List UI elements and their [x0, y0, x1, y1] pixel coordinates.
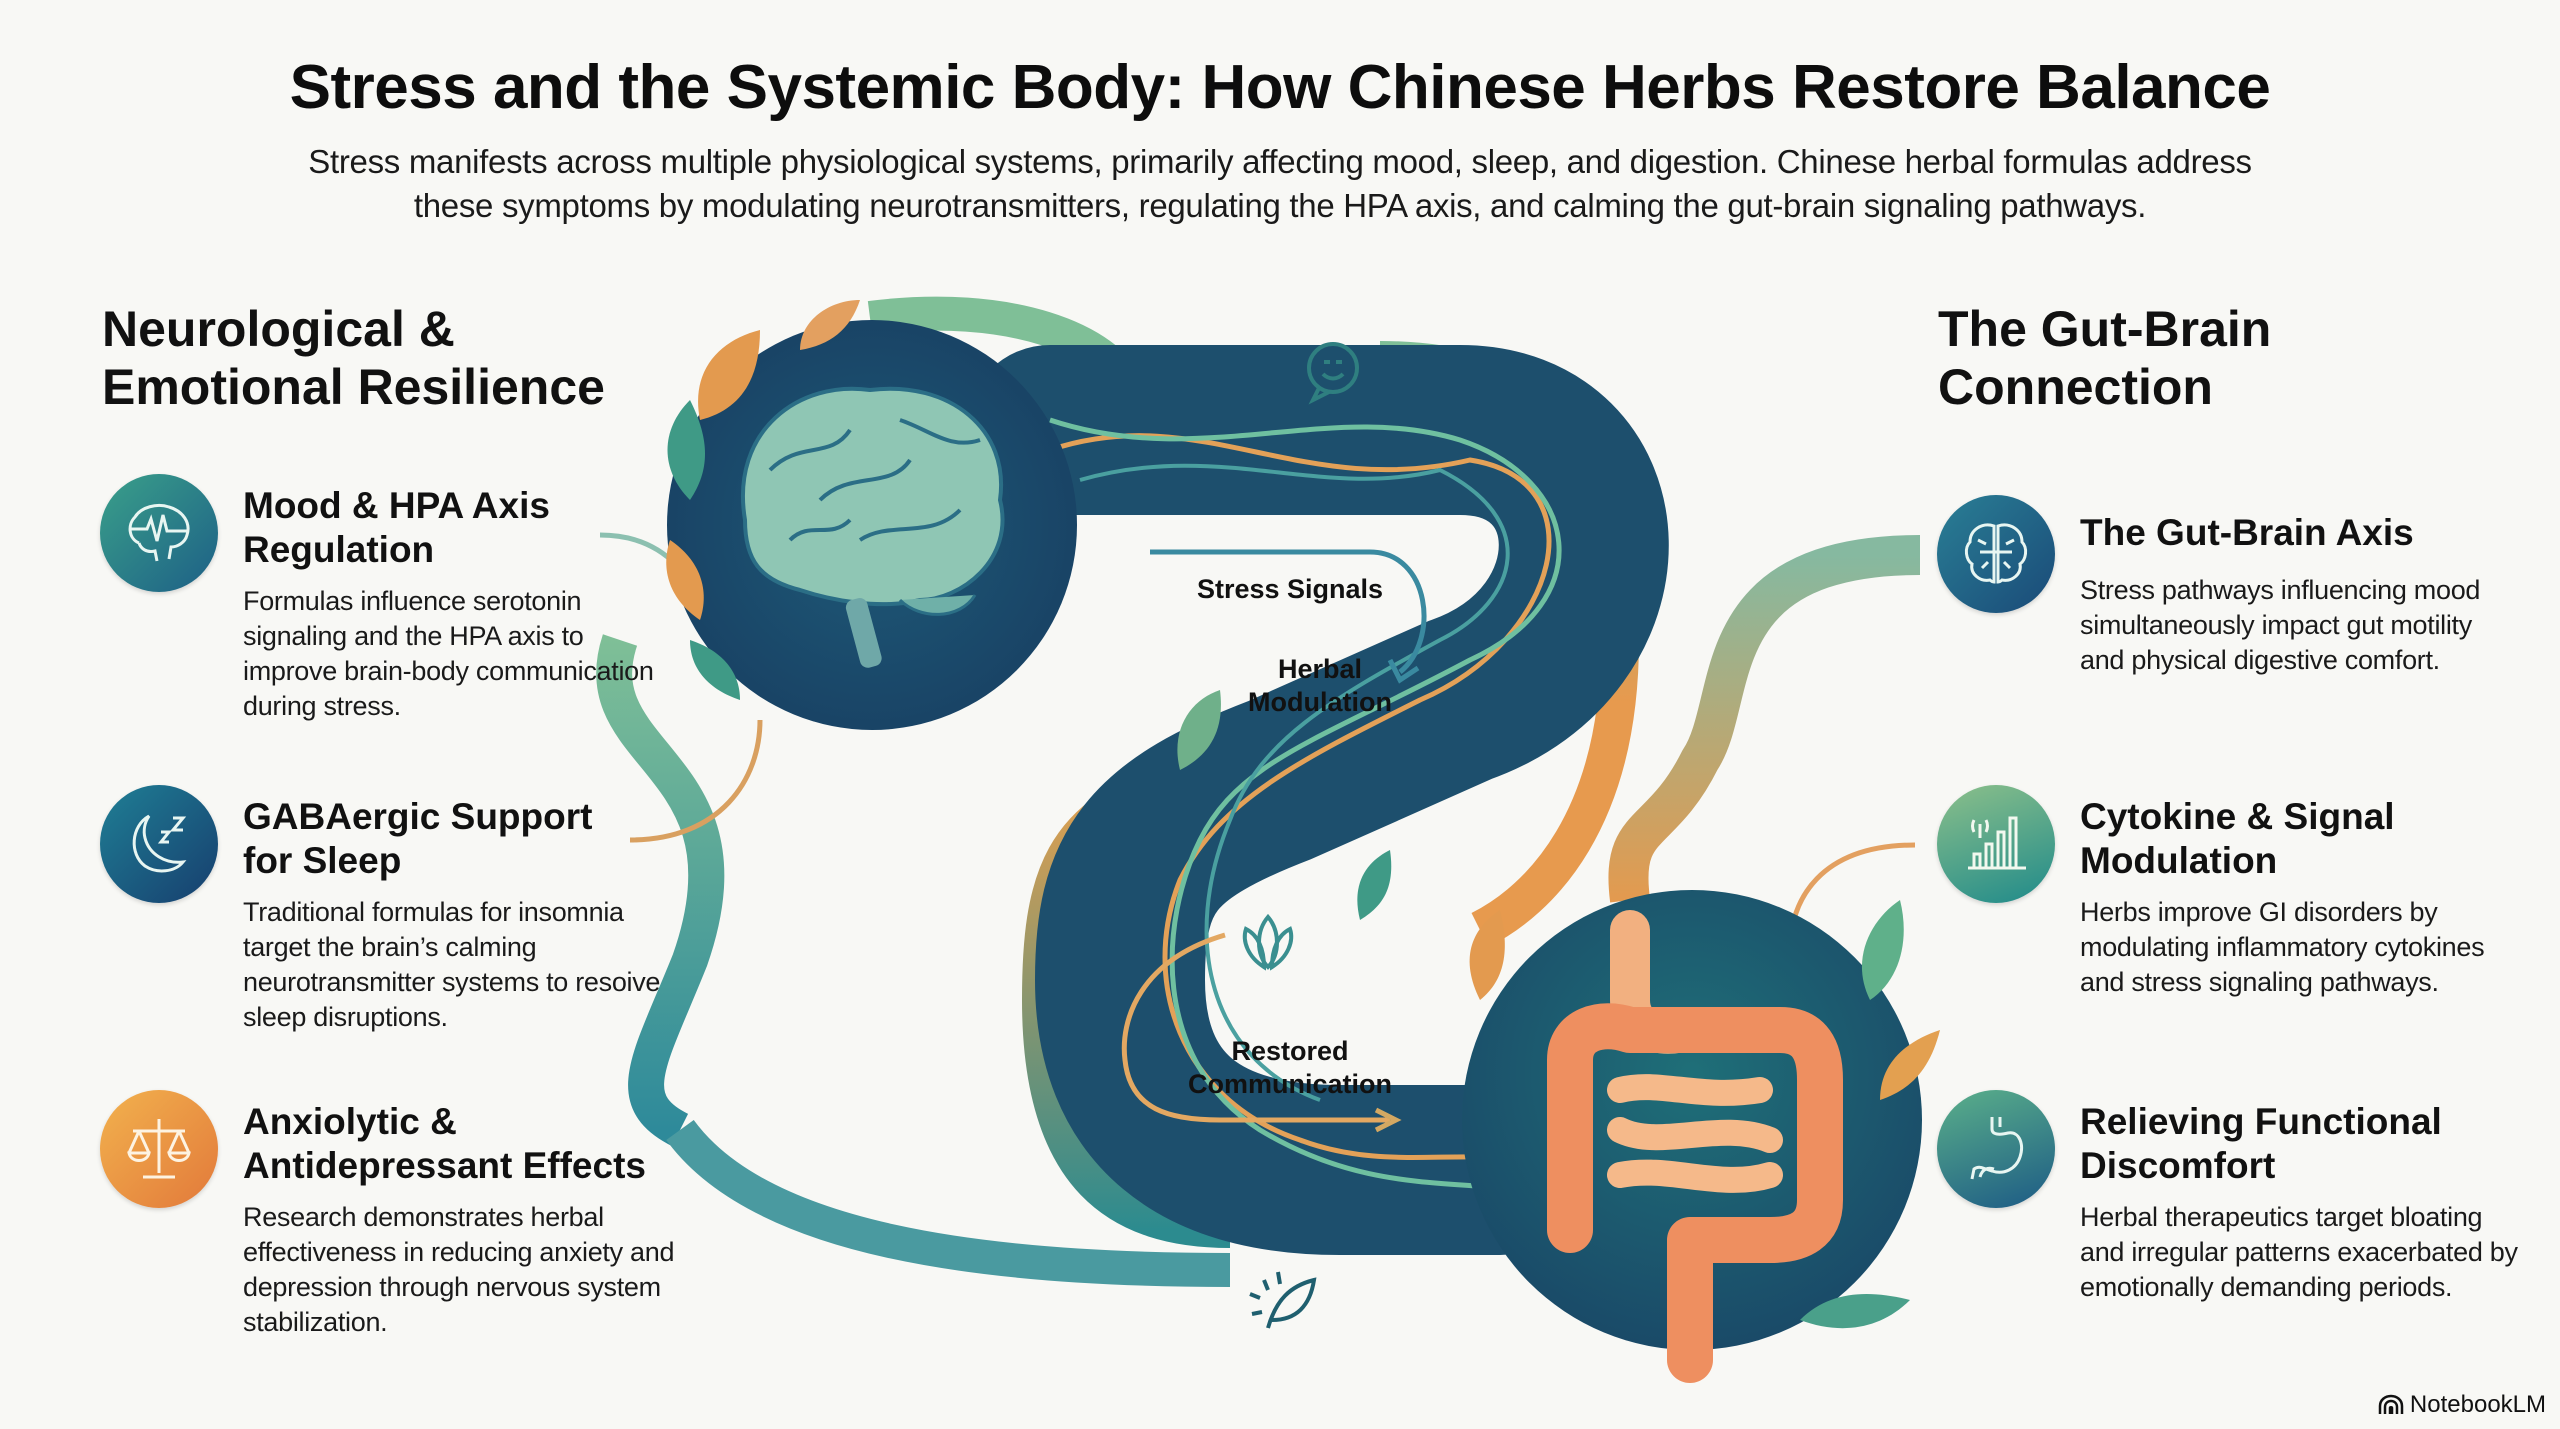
item-title-line-2: Discomfort: [2080, 1145, 2276, 1186]
right-heading-line-2: Connection: [1938, 359, 2213, 415]
brand-name: NotebookLM: [2409, 1391, 2546, 1418]
s-pathway-vine-3: [1079, 463, 1510, 1102]
outer-arc-top-left: [867, 296, 1146, 398]
intestine-illustration-icon: [1547, 910, 1843, 1383]
item-body: Formulas influence serotonin signaling a…: [243, 586, 654, 721]
item-title: The Gut-Brain Axis: [2080, 511, 2530, 555]
wave-connector-right: [1608, 535, 1921, 903]
item-title: Anxiolytic & Antidepressant Effects: [243, 1100, 693, 1188]
signal-bars-icon: [1968, 816, 2026, 870]
balance-scale-icon: [127, 1119, 191, 1179]
item-title: Mood & HPA Axis Regulation: [243, 484, 693, 572]
lotus-icon: [1242, 913, 1294, 971]
leaf-decoration: [1861, 900, 1904, 1000]
item-title-line-1: Anxiolytic &: [243, 1101, 457, 1142]
brain-icon: [1964, 523, 2028, 584]
restored-communication-label: Restored Communication: [1180, 1035, 1400, 1101]
sprout-leaf-icon: [1249, 1271, 1317, 1329]
item-body: Research demonstrates herbal effectivene…: [243, 1202, 675, 1337]
item-body: Traditional formulas for insomnia target…: [243, 897, 661, 1032]
smile-chat-icon: [1307, 342, 1359, 405]
outer-arc-bottom: [666, 1119, 1231, 1287]
leaf-decoration: [1357, 850, 1392, 920]
item-title-line-1: GABAergic Support: [243, 796, 593, 837]
restored-communication-arrowhead: [1374, 1107, 1402, 1133]
item-title: Relieving Functional Discomfort: [2080, 1100, 2530, 1188]
item-title-line-2: for Sleep: [243, 840, 402, 881]
left-heading-line-2: Emotional Resilience: [102, 359, 605, 415]
brain-pulse-icon: [128, 503, 190, 562]
herbal-modulation-line-2: Modulation: [1248, 687, 1392, 717]
right-heading-line-1: The Gut-Brain: [1938, 301, 2272, 357]
item-title-line-1: Cytokine & Signal: [2080, 796, 2395, 837]
stress-signals-label: Stress Signals: [1196, 574, 1384, 604]
item-title-line-2: Antidepressant Effects: [243, 1145, 646, 1186]
page-subtitle: Stress manifests across multiple physiol…: [200, 140, 2360, 228]
herbal-modulation-label: Herbal Modulation: [1220, 653, 1420, 719]
icon-badge: [100, 474, 218, 592]
icon-badge: [100, 1090, 218, 1208]
notebooklm-brand: NotebookLM: [2378, 1391, 2546, 1419]
moon-sleep-icon: [132, 814, 187, 873]
stomach-icon: [1970, 1117, 2023, 1180]
page-title: Stress and the Systemic Body: How Chines…: [289, 53, 2271, 122]
connector-right-2: [1787, 842, 1916, 951]
leaf-decoration: [1880, 1030, 1940, 1100]
left-heading-line-1: Neurological &: [102, 301, 455, 357]
item-body: Herbal therapeutics target bloating and …: [2080, 1202, 2518, 1302]
item-title-line-2: Regulation: [243, 529, 435, 570]
icon-badge: [1937, 785, 2055, 903]
restored-line-2: Communication: [1187, 1069, 1392, 1099]
gut-circle: [1462, 890, 1922, 1350]
left-section-heading: Neurological & Emotional Resilience: [102, 300, 605, 416]
outer-arc-mid: [1021, 762, 1231, 1248]
leaf-decoration: [1800, 1294, 1910, 1329]
subtitle-line-1: Stress manifests across multiple physiol…: [308, 143, 2252, 180]
leaf-decoration: [800, 300, 860, 350]
item-body: Stress pathways influencing mood simulta…: [2080, 575, 2481, 675]
right-section-heading: The Gut-Brain Connection: [1938, 300, 2271, 416]
item-title: Cytokine & Signal Modulation: [2080, 795, 2530, 883]
herbal-modulation-line-1: Herbal: [1277, 654, 1363, 684]
leaf-decoration: [1469, 910, 1505, 1000]
outer-arc-right: [1379, 341, 1640, 947]
restored-line-1: Restored: [1231, 1036, 1349, 1066]
icon-badge: [1937, 1090, 2055, 1208]
leaf-decoration: [1177, 690, 1221, 770]
icon-badge: [100, 785, 218, 903]
item-title-line-1: Mood & HPA Axis: [243, 485, 550, 526]
leaf-decoration: [698, 330, 760, 420]
item-title-line-2: Modulation: [2080, 840, 2278, 881]
notebooklm-logo-icon: [2378, 1394, 2404, 1414]
brain-illustration-icon: [741, 386, 1005, 668]
item-title: GABAergic Support for Sleep: [243, 795, 693, 883]
item-title-line-1: Relieving Functional: [2080, 1101, 2442, 1142]
icon-badge: [1937, 495, 2055, 613]
subtitle-line-2: these symptoms by modulating neurotransm…: [413, 187, 2147, 224]
brain-circle: [667, 320, 1077, 730]
item-title-line-1: The Gut-Brain Axis: [2080, 512, 2414, 553]
item-body: Herbs improve GI disorders by modulating…: [2080, 897, 2485, 997]
leaf-decoration: [690, 640, 740, 700]
